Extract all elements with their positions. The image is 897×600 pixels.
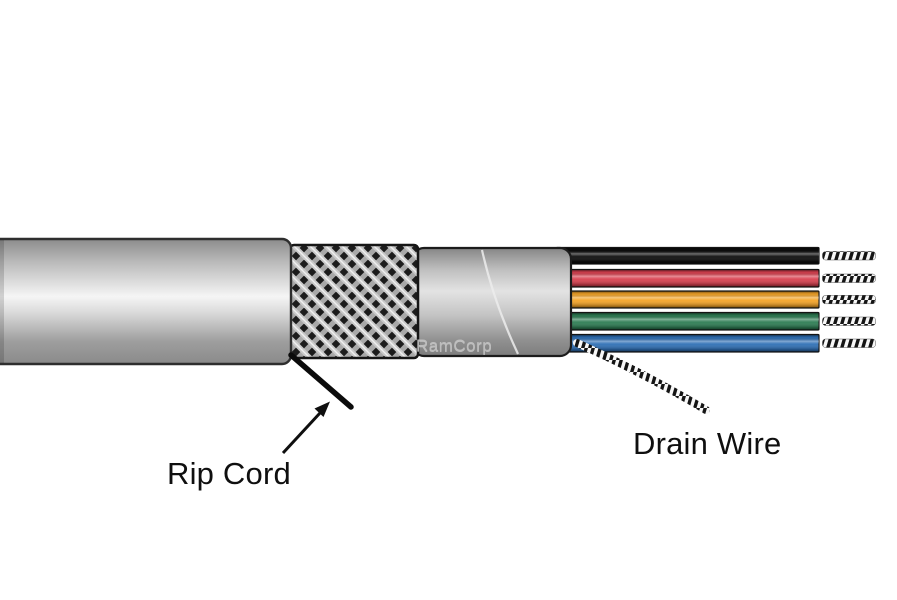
watermark-text: RamCorp — [416, 336, 493, 355]
wire-green-bare-strands — [822, 316, 876, 326]
outer-jacket — [0, 237, 293, 366]
wire-green-sheen — [556, 312, 819, 330]
wire-green — [555, 311, 876, 331]
arrowhead-icon — [314, 401, 330, 417]
wire-black-bare-strands — [822, 251, 876, 261]
foil-wrap — [411, 246, 573, 358]
rip-cord-arrow — [281, 401, 330, 455]
drain-wire-strand — [573, 339, 710, 414]
wire-orange — [555, 290, 876, 309]
wire-blue-sheen — [556, 334, 819, 352]
jacket-left-edge-shade — [0, 240, 4, 363]
rip-cord-label: Rip Cord — [167, 456, 291, 491]
foil-seam-line — [480, 249, 519, 355]
wire-blue — [555, 333, 876, 353]
drain-wire-label: Drain Wire — [633, 426, 782, 461]
wire-orange-bare-strands — [822, 295, 876, 304]
wire-black — [555, 246, 876, 265]
rip-cord-strand — [288, 352, 354, 410]
wire-black-sheen — [556, 247, 819, 264]
wire-blue-bare-strands — [822, 338, 876, 348]
wire-red-bare-strands — [822, 273, 876, 283]
conductor-group — [555, 246, 876, 353]
braid-shield — [288, 243, 420, 360]
wire-red-sheen — [556, 269, 819, 287]
wire-red — [555, 268, 876, 288]
wire-orange-sheen — [556, 291, 819, 308]
